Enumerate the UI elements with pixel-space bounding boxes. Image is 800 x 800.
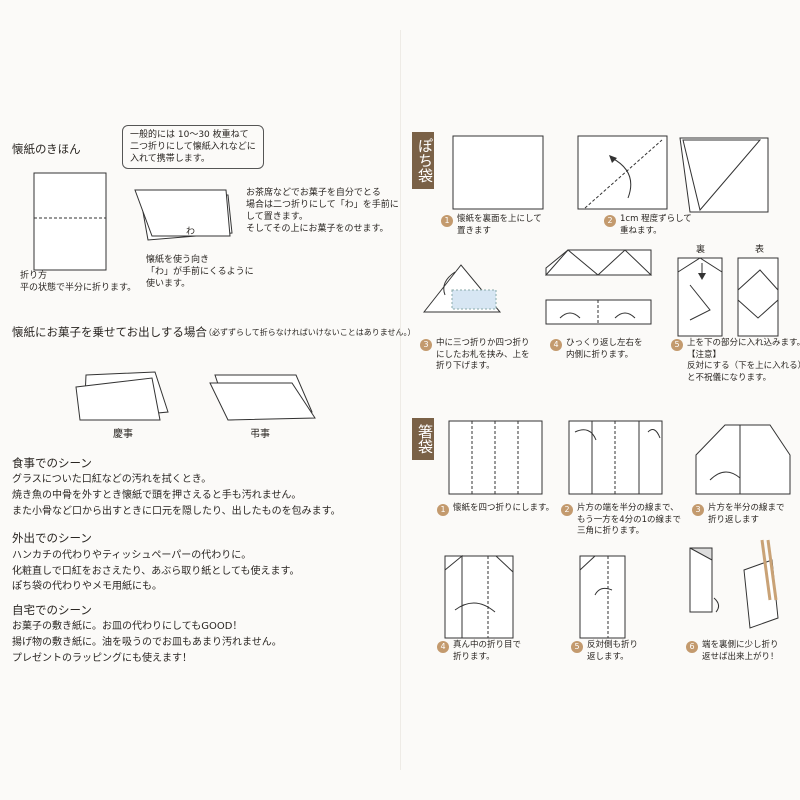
- step-text: 片方の端を半分の線まで、 もう一方を4分の1の線まで 三角に折ります。: [577, 503, 682, 536]
- step-text: ひっくり返し左右を 内側に折ります。: [566, 338, 643, 360]
- step-number: 4: [550, 339, 562, 351]
- step-number: 5: [571, 641, 583, 653]
- serving-title: 懐紙にお菓子を乗せてお出しする場合: [12, 325, 207, 339]
- home-line: プレゼントのラッピングにも使えます！: [12, 653, 192, 664]
- step-text: 反対側も折り 返します。: [587, 640, 639, 662]
- step-number: 2: [561, 504, 573, 516]
- pochi-section-title: ぽち袋: [412, 132, 434, 189]
- step-text: 片方を半分の線まで 折り返します: [708, 503, 785, 525]
- tea-text-line: して置きます。: [246, 212, 308, 222]
- step-text: 懐紙を四つ折りにします。: [453, 503, 555, 513]
- wa-label: わ: [186, 227, 196, 237]
- step-number: 3: [692, 504, 704, 516]
- usage-caption-line: 使います。: [146, 279, 191, 289]
- pochi-step: 1 懐紙を裏面を上にして 置きます: [441, 214, 542, 237]
- meal-line: グラスについた口紅などの汚れを拭くとき。: [12, 474, 212, 485]
- usage-caption-line: 「わ」が手前にくるように: [146, 267, 254, 277]
- hashi-step: 4 真ん中の折り目で 折ります。: [437, 640, 521, 663]
- out-line: ぽち袋の代わりやメモ用紙にも。: [12, 581, 162, 592]
- usage-caption-line: 懐紙を使う向き: [146, 255, 210, 265]
- meal-line: 焼き魚の中骨を外すとき懐紙で頭を押さえると手も汚れません。: [12, 490, 302, 501]
- front-label: 表: [755, 245, 765, 255]
- note-box: 一般的には 10〜30 枚重ねて 二つ折りにして懐紙入れなどに 入れて携帯します…: [122, 125, 264, 169]
- step-number: 1: [437, 504, 449, 516]
- out-title: 外出でのシーン: [12, 531, 92, 545]
- note-line: 二つ折りにして懐紙入れなどに: [130, 142, 256, 152]
- hashi-section-title: 箸袋: [412, 418, 434, 460]
- hashi-step: 3 片方を半分の線まで 折り返します: [692, 503, 785, 526]
- fold-caption-line: 平の状態で半分に折ります。: [20, 283, 137, 293]
- step-number: 5: [671, 339, 683, 351]
- back-label: 裏: [696, 245, 706, 255]
- tea-text-line: 場合は二つ折りにして「わ」を手前に: [246, 200, 399, 210]
- meal-line: また小骨など口から出すときに口元を隠したり、出したものを包みます。: [12, 506, 341, 517]
- hashi-step: 1 懐紙を四つ折りにします。: [437, 503, 554, 516]
- note-line: 入れて携帯します。: [130, 154, 210, 164]
- fold-caption-line: 折り方: [20, 271, 48, 281]
- pochi-step: 2 1cm 程度ずらして 重ねます。: [604, 214, 692, 237]
- serving-note: （必ずずらして折らなければいけないことはありません。）: [204, 328, 416, 337]
- basics-title: 懐紙のきほん: [12, 142, 81, 156]
- step-text: 中に三つ折りか四つ折り にしたお札を挟み、上を 折り下げます。: [436, 338, 530, 371]
- home-line: 揚げ物の敷き紙に。油を吸うのでお皿もあまり汚れません。: [12, 637, 282, 648]
- note-line: 一般的には 10〜30 枚重ねて: [130, 130, 249, 140]
- step-text: 端を裏側に少し折り 返せば出来上がり！: [702, 640, 779, 662]
- pochi-step: 3 中に三つ折りか四つ折り にしたお札を挟み、上を 折り下げます。: [420, 338, 530, 373]
- choji-label: 弔事: [250, 429, 270, 440]
- hashi-step: 6 端を裏側に少し折り 返せば出来上がり！: [686, 640, 779, 663]
- step-number: 1: [441, 215, 453, 227]
- home-title: 自宅でのシーン: [12, 603, 92, 617]
- hashi-step: 5 反対側も折り 返します。: [571, 640, 638, 663]
- tea-text-line: そしてその上にお菓子をのせます。: [246, 224, 389, 234]
- step-number: 3: [420, 339, 432, 351]
- step-text: 上を下の部分に入れ込みます。 【注意】 反対にする（下を上に入れる） と不祝儀に…: [687, 338, 800, 383]
- page-divider: [400, 30, 401, 770]
- pochi-step: 4 ひっくり返し左右を 内側に折ります。: [550, 338, 643, 361]
- keiji-label: 慶事: [113, 429, 133, 440]
- step-text: 懐紙を裏面を上にして 置きます: [457, 214, 542, 236]
- step-text: 1cm 程度ずらして 重ねます。: [620, 214, 692, 236]
- tea-text-line: お茶席などでお菓子を自分でとる: [246, 188, 381, 198]
- pochi-step: 5 上を下の部分に入れ込みます。 【注意】 反対にする（下を上に入れる） と不祝…: [671, 338, 800, 384]
- hashi-step: 2 片方の端を半分の線まで、 もう一方を4分の1の線まで 三角に折ります。: [561, 503, 681, 538]
- step-number: 4: [437, 641, 449, 653]
- meal-title: 食事でのシーン: [12, 456, 92, 470]
- step-number: 6: [686, 641, 698, 653]
- step-number: 2: [604, 215, 616, 227]
- step-text: 真ん中の折り目で 折ります。: [453, 640, 522, 662]
- out-line: 化粧直しで口紅をおさえたり、あぶら取り紙としても使えます。: [12, 566, 300, 577]
- home-line: お菓子の敷き紙に。お皿の代わりにしてもGOOD！: [12, 621, 243, 632]
- out-line: ハンカチの代わりやティッシュペーパーの代わりに。: [12, 550, 252, 561]
